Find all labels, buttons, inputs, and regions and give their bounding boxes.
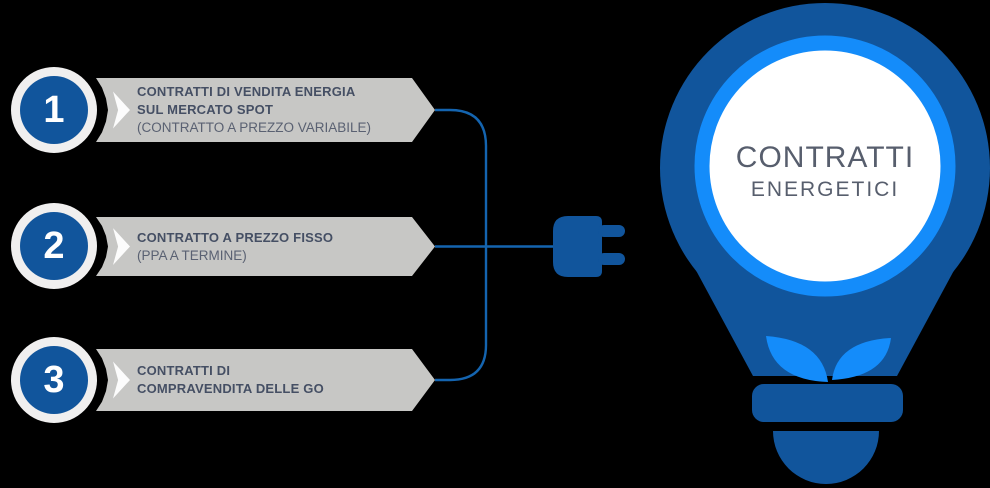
plug-icon bbox=[553, 216, 625, 277]
leaf-left-icon bbox=[766, 336, 828, 382]
step-badge-2-circle: 2 bbox=[20, 212, 88, 280]
chevron-right-icon bbox=[113, 91, 130, 129]
plug-body bbox=[553, 216, 602, 277]
bulb-base-dome bbox=[773, 431, 879, 484]
banner-1-line-1: CONTRATTI DI VENDITA ENERGIA bbox=[137, 84, 356, 99]
banner-3-line-2: COMPRAVENDITA DELLE GO bbox=[137, 381, 324, 396]
bulb-subtitle: ENERGETICI bbox=[751, 178, 899, 201]
banner-3-line-1: CONTRATTI DI bbox=[137, 363, 231, 378]
banner-2-line-2: (PPA A TERMINE) bbox=[137, 247, 247, 263]
step-number-1: 1 bbox=[43, 89, 65, 131]
leaf-right-icon bbox=[832, 338, 891, 380]
lightbulb-icon: CONTRATTI ENERGETICI bbox=[660, 3, 990, 484]
chevron-right-icon bbox=[113, 228, 130, 265]
bulb-title: CONTRATTI bbox=[736, 141, 914, 174]
banner-1-line-2: SUL MERCATO SPOT bbox=[137, 102, 274, 117]
plug-prong-top bbox=[598, 225, 625, 237]
banner-1-line-3: (CONTRATTO A PREZZO VARIABILE) bbox=[137, 120, 372, 135]
plug-prong-bottom bbox=[598, 253, 625, 265]
connector-bracket-line bbox=[435, 108, 488, 382]
step-badge-2: 2 bbox=[11, 203, 97, 289]
bulb-base bbox=[752, 384, 903, 422]
banner-step-1: CONTRATTI DI VENDITA ENERGIA SUL MERCATO… bbox=[96, 78, 435, 142]
step-badge-1: 1 bbox=[11, 67, 97, 153]
step-number-2: 2 bbox=[43, 225, 65, 267]
banner-step-3: CONTRATTI DI COMPRAVENDITA DELLE GO bbox=[96, 349, 435, 411]
chevron-right-icon bbox=[113, 361, 130, 399]
step-number-3: 3 bbox=[43, 359, 65, 401]
bulb-inner-ring bbox=[694, 35, 956, 297]
banner-step-2: CONTRATTO A PREZZO FISSO (PPA A TERMINE) bbox=[96, 217, 435, 276]
step-badge-3-circle: 3 bbox=[20, 346, 88, 414]
bulb-neck bbox=[685, 250, 965, 376]
banner-2-line-1: CONTRATTO A PREZZO FISSO bbox=[137, 229, 334, 245]
step-badge-1-circle: 1 bbox=[20, 76, 88, 144]
step-badge-3: 3 bbox=[11, 337, 97, 423]
